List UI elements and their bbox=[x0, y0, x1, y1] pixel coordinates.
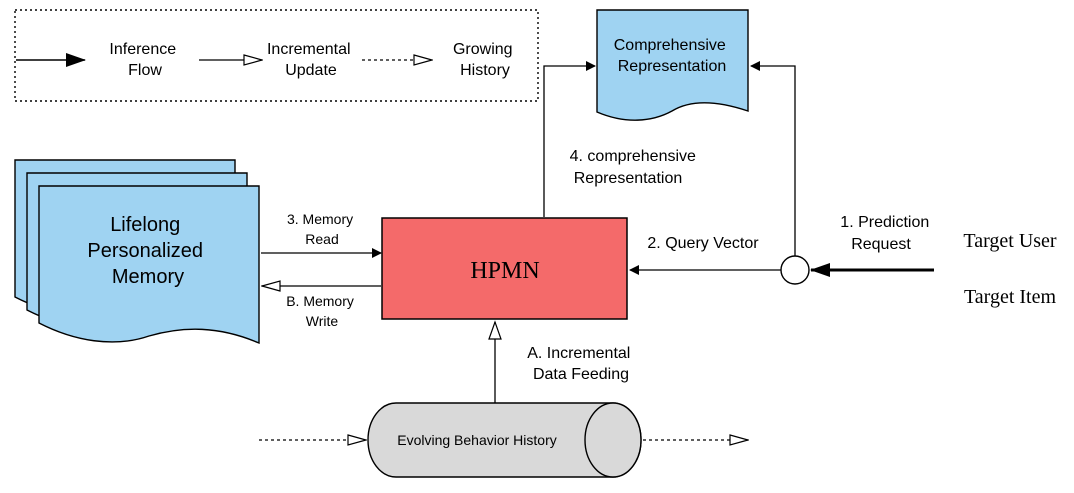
hpmn-label: HPMN bbox=[470, 258, 539, 284]
legend-incremental-update-label: Incremental Update bbox=[267, 41, 355, 79]
legend-growing-history-label: Growing History bbox=[453, 41, 517, 79]
incremental-feeding-label: A. Incremental Data Feeding bbox=[527, 345, 635, 383]
edge-request-to-comprehensive bbox=[750, 61, 796, 257]
comprehensive-representation-label: Comprehensive Representation bbox=[614, 37, 731, 75]
prediction-request-label: 1. Prediction Request bbox=[840, 214, 933, 253]
lifelong-memory-label: Lifelong Personalized Memory bbox=[87, 214, 208, 288]
evolving-history-label: Evolving Behavior History bbox=[397, 432, 557, 448]
legend-inference-flow-label: Inference Flow bbox=[109, 41, 180, 79]
request-junction bbox=[780, 255, 810, 285]
legend-frame bbox=[14, 9, 539, 102]
cylinder-end-cap bbox=[584, 402, 642, 478]
comprehensive-edge-label: 4. comprehensive Representation bbox=[570, 148, 701, 187]
legend: Inference Flow Incremental Update Growin… bbox=[14, 9, 539, 102]
memory-write-label: B. Memory Write bbox=[286, 293, 358, 329]
target-user-label: Target User bbox=[963, 230, 1057, 252]
hpmn-node: HPMN bbox=[381, 217, 628, 320]
hpmn-box bbox=[381, 217, 628, 320]
memory-layer-front bbox=[38, 185, 260, 345]
edge-hpmn-to-comprehensive bbox=[543, 61, 596, 217]
memory-read-label: 3. Memory Read bbox=[287, 211, 357, 247]
evolving-history-node: Evolving Behavior History bbox=[367, 402, 642, 478]
query-vector-label: 2. Query Vector bbox=[647, 235, 759, 252]
target-item-label: Target Item bbox=[964, 286, 1057, 308]
comprehensive-representation-node: Comprehensive Representation bbox=[596, 9, 749, 121]
lifelong-memory-node: Lifelong Personalized Memory bbox=[14, 159, 260, 345]
incremental-feeding-arrowhead bbox=[488, 320, 502, 340]
